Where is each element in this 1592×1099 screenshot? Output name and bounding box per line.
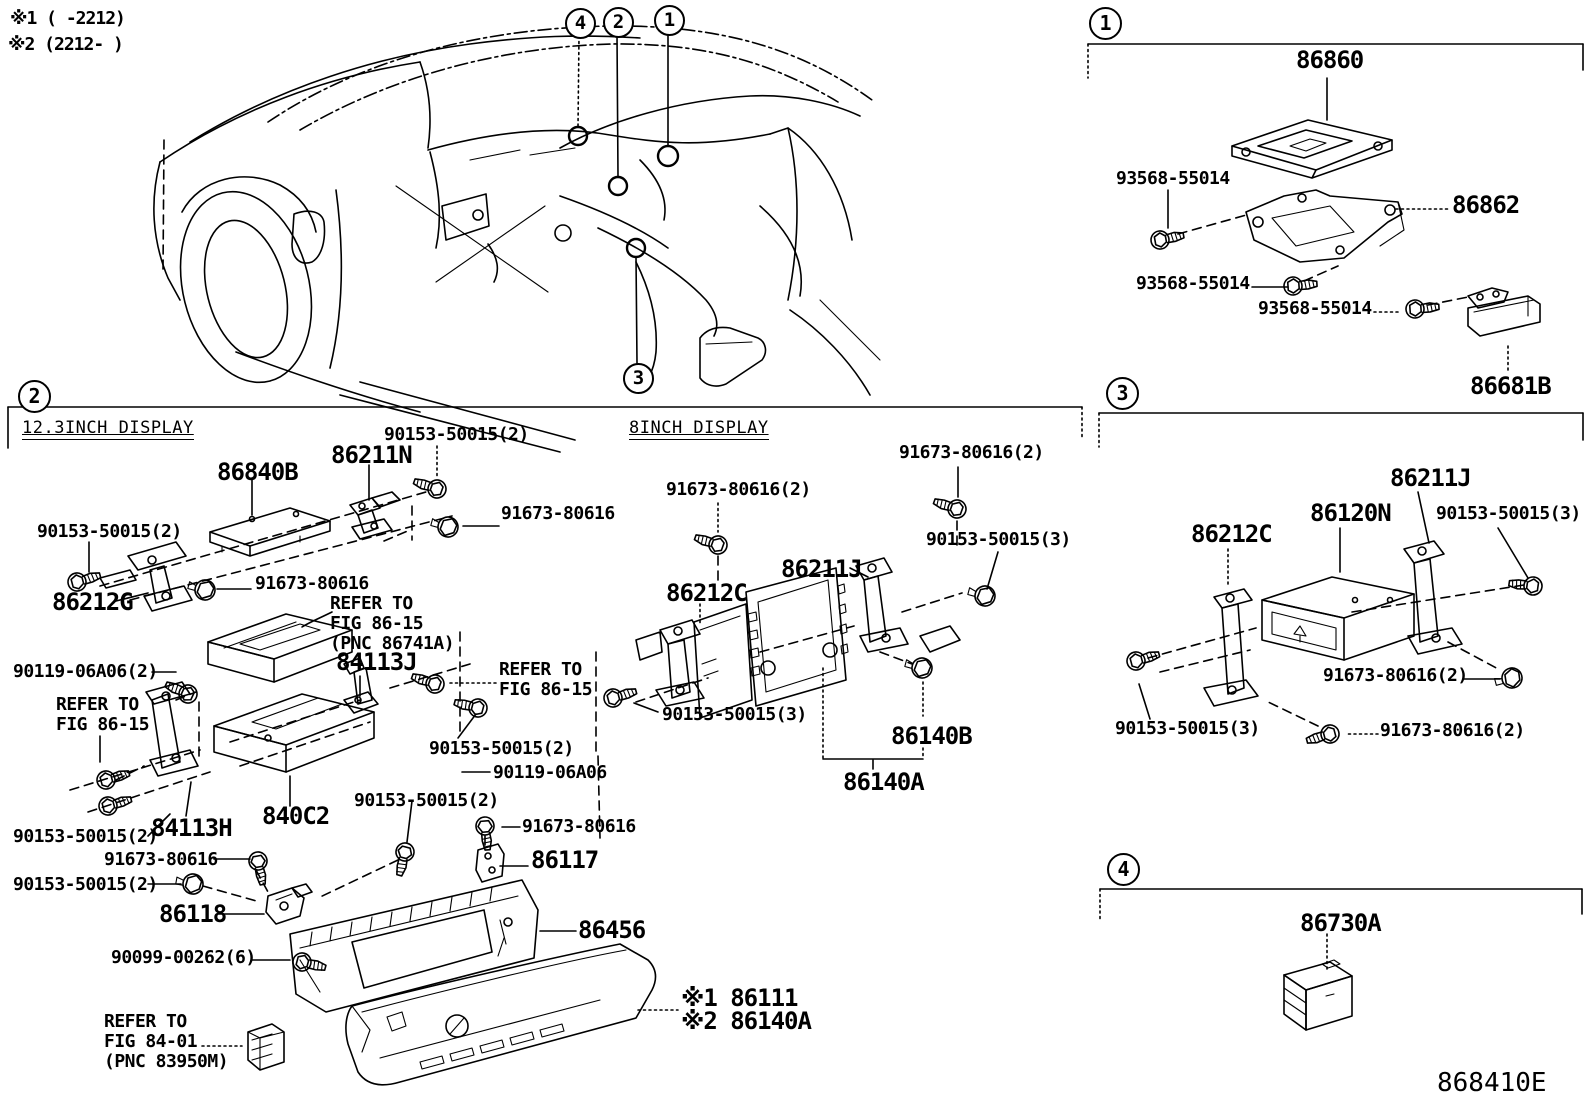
part-label-90153-50015-c2: 90153-50015(2) (354, 790, 499, 811)
part-label-86730A: 86730A (1300, 909, 1382, 937)
part-label-86117: 86117 (531, 846, 599, 874)
part-label-86456: 86456 (578, 916, 646, 944)
callout-lines (567, 32, 680, 364)
part-label-90099-00262: 90099-00262(6) (111, 947, 256, 968)
part-label-90153-50015-8b: 90153-50015(3) (662, 704, 807, 725)
part-label-93568-55014-b: 93568-55014 (1136, 273, 1250, 294)
part-label-91673-80616-right: 91673-80616 (501, 503, 615, 524)
part-label-86840B: 86840B (217, 458, 299, 486)
subsection-heading-8-inch: 8INCH DISPLAY (629, 418, 769, 440)
part-label-86681B: 86681B (1470, 372, 1552, 400)
part-label-86211J-8: 86211J (781, 555, 863, 583)
part-label-86120N: 86120N (1310, 499, 1392, 527)
part-label-86118: 86118 (159, 900, 227, 928)
part-label-90153-50015-left: 90153-50015(2) (37, 521, 182, 542)
production-note-1: ※1 ( -2212) (10, 8, 126, 29)
part-label-91673-80616-8a: 91673-80616(2) (666, 479, 811, 500)
part-label-84113J: 84113J (336, 648, 418, 676)
car-callout-2: 2 (603, 7, 634, 38)
section-callout-1: 1 (1089, 7, 1122, 40)
part-label-840C2: 840C2 (262, 802, 330, 830)
part-label-90153-50015-8a: 90153-50015(3) (926, 529, 1071, 550)
section-callout-4: 4 (1107, 853, 1140, 886)
part-label-86212C-s3: 86212C (1191, 520, 1273, 548)
part-label-91673-80616-s3b: 91673-80616(2) (1380, 720, 1525, 741)
section1-art (1148, 77, 1541, 373)
section-callout-2: 2 (18, 380, 51, 413)
car-callout-4: 4 (565, 8, 596, 39)
part-label-86862: 86862 (1452, 191, 1520, 219)
part-label-86140B: 86140B (891, 722, 973, 750)
part-label-93568-55014-a: 93568-55014 (1116, 168, 1230, 189)
display8-art (601, 466, 999, 770)
section3-art (1124, 491, 1544, 750)
part-label-86212G: 86212G (52, 588, 134, 616)
car-callout-1: 1 (654, 5, 685, 36)
part-label-90153-50015-c1: 90153-50015(2) (429, 738, 574, 759)
part-label-90153-50015-s3b: 90153-50015(3) (1115, 718, 1260, 739)
section-brackets (7, 43, 1584, 921)
part-label-84113H: 84113H (151, 814, 233, 842)
part-label-86211J-s3: 86211J (1390, 464, 1472, 492)
refer-note-dvd: REFER TO FIG 86-15 (PNC 86741A) (330, 593, 455, 654)
refer-note-switch: REFER TO FIG 84-01 (PNC 83950M) (104, 1011, 229, 1072)
part-label-91673-80616-mid: 91673-80616 (255, 573, 369, 594)
section4-art (1283, 933, 1353, 1031)
section-callout-3: 3 (1106, 377, 1139, 410)
part-label-90119-06A06: 90119-06A06 (493, 762, 607, 783)
refer-note-mid: REFER TO FIG 86-15 (499, 659, 593, 700)
part-label-86212C-8: 86212C (666, 579, 748, 607)
part-label-86860: 86860 (1296, 46, 1364, 74)
part-label-86111: ※1 86111 (681, 984, 798, 1012)
part-label-90153-50015-bl1: 90153-50015(2) (13, 826, 158, 847)
part-label-90119-06A06-2: 90119-06A06(2) (13, 661, 158, 682)
display123-art (65, 445, 679, 1086)
car-illustration (153, 25, 881, 453)
part-label-91673-80616-s3a: 91673-80616(2) (1323, 665, 1468, 686)
part-label-90153-50015-s3a: 90153-50015(3) (1436, 503, 1581, 524)
part-label-91673-80616-bl: 91673-80616 (104, 849, 218, 870)
part-label-93568-55014-c: 93568-55014 (1258, 298, 1372, 319)
part-label-90153-50015-bl2: 90153-50015(2) (13, 874, 158, 895)
refer-note-left: REFER TO FIG 86-15 (56, 694, 150, 735)
part-label-91673-80616-86117: 91673-80616 (522, 816, 636, 837)
part-label-86140A-alt: ※2 86140A (681, 1007, 812, 1035)
part-label-86140A: 86140A (843, 768, 925, 796)
part-label-91673-80616-8b: 91673-80616(2) (899, 442, 1044, 463)
figure-code: 868410E (1437, 1068, 1547, 1098)
subsection-heading-12-3-inch: 12.3INCH DISPLAY (22, 418, 194, 440)
part-label-86211N: 86211N (331, 441, 413, 469)
car-callout-3: 3 (623, 363, 654, 394)
production-note-2: ※2 (2212- ) (8, 34, 124, 55)
part-label-90153-50015-top: 90153-50015(2) (384, 424, 529, 445)
